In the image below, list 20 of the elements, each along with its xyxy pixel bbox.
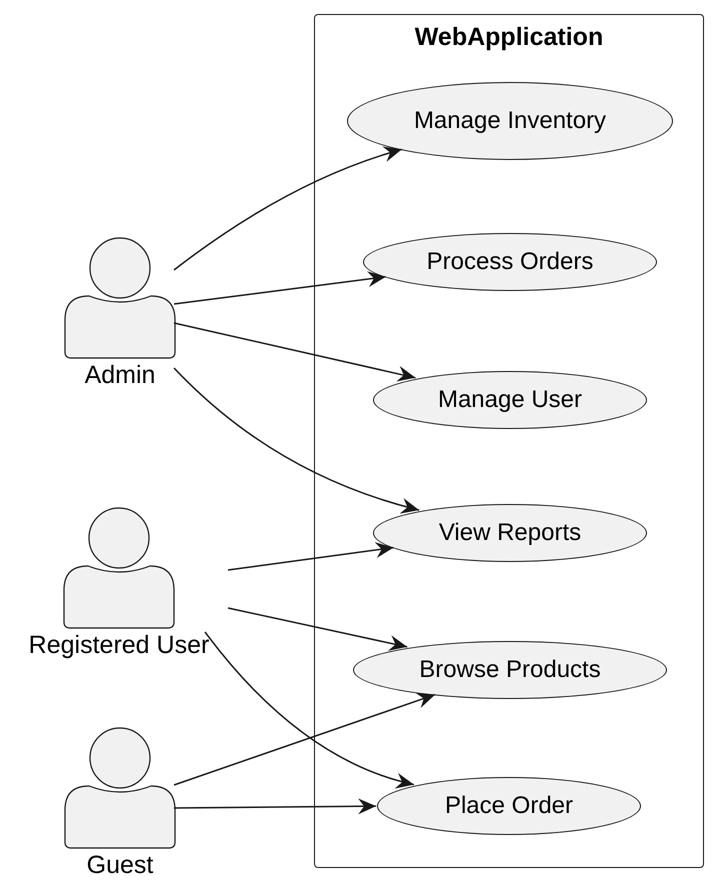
boundary-title: WebApplication xyxy=(414,22,604,53)
association-arrow xyxy=(174,146,402,271)
association-arrow xyxy=(174,692,436,786)
use-case-ellipse: View Reports xyxy=(373,504,647,562)
actor-label: Admin xyxy=(84,360,156,390)
association-arrow xyxy=(228,542,394,571)
use-case-ellipse: Process Orders xyxy=(363,233,657,291)
use-case-ellipse: Place Order xyxy=(377,777,641,835)
association-arrow xyxy=(228,607,408,651)
use-case-ellipse: Browse Products xyxy=(353,641,667,699)
actor-label: Guest xyxy=(86,850,154,880)
use-case-ellipse: Manage Inventory xyxy=(347,82,673,160)
association-arrow xyxy=(174,322,416,382)
association-arrow xyxy=(174,798,376,814)
system-boundary xyxy=(314,14,704,868)
association-arrow xyxy=(173,367,420,514)
actor-label: Registered User xyxy=(28,630,210,660)
use-case-ellipse: Manage User xyxy=(373,371,647,429)
association-arrow xyxy=(204,632,414,788)
association-arrow xyxy=(174,271,386,305)
